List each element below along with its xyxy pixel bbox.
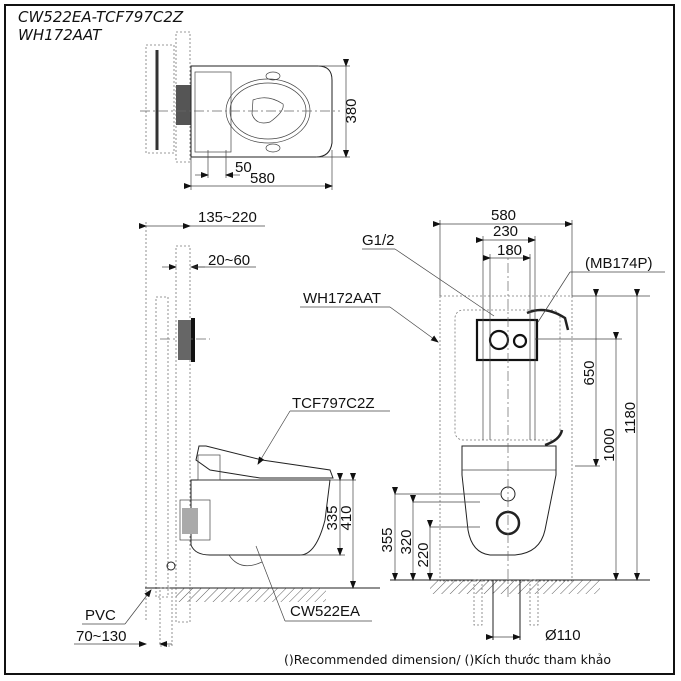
top-dim-width: 580 [250, 170, 275, 187]
front-cable [526, 308, 570, 331]
side-label-bowl: CW522EA [290, 603, 360, 620]
front-frame-outline [439, 295, 573, 582]
front-label-frame: WH172AAT [303, 290, 381, 307]
side-flush-plate [178, 320, 192, 360]
front-label-inlet: G1/2 [362, 232, 395, 249]
top-bowl-drain [251, 97, 284, 124]
footer-note: ()Recommended dimension/ ()Kích thước th… [284, 652, 611, 667]
front-dim-1180: 1180 [622, 402, 639, 434]
side-dim-wall-gap: 20~60 [208, 252, 250, 269]
front-label-plate: (MB174P) [585, 255, 653, 272]
top-dim-offset: 50 [235, 159, 252, 176]
front-floor-hatch [430, 580, 600, 594]
front-flush-button-large [488, 329, 510, 351]
front-dim-drain: Ø110 [545, 627, 581, 644]
front-view: Ø110 580 230 180 G1/2 (MB174P) WH172AAT … [300, 207, 665, 644]
drawing-title: CW522EA-TCF797C2Z WH172AAT [18, 8, 183, 44]
top-dim-depth: 380 [343, 98, 360, 123]
title-frame-line: WH172AAT [18, 26, 102, 44]
front-bowl-outline [461, 445, 557, 556]
top-view: 380 580 50 [140, 31, 360, 190]
side-dim-bowl-height: 410 [338, 505, 355, 530]
front-dim-355: 355 [379, 527, 396, 552]
side-view: 135~220 20~60 TCF797C2Z 335 410 CW522EA … [74, 209, 390, 647]
front-flush-button-small [512, 333, 528, 349]
side-label-pipe: PVC [85, 607, 116, 624]
top-frame-outline [145, 44, 175, 154]
side-dim-pipe: 70~130 [76, 628, 126, 645]
front-dim-220: 220 [415, 542, 432, 567]
side-frame-outline [155, 296, 169, 598]
front-flush-plate [475, 318, 539, 362]
front-dim-650: 650 [581, 360, 598, 385]
drawing-frame [4, 4, 675, 675]
side-dim-frame-depth: 135~220 [198, 209, 257, 226]
side-label-seat: TCF797C2Z [292, 395, 375, 412]
front-dim-320: 320 [398, 529, 415, 554]
side-seat-outline [195, 445, 334, 479]
front-dim-180: 180 [497, 242, 522, 259]
side-wall-outline [175, 245, 191, 623]
front-dim-230: 230 [493, 223, 518, 240]
side-floor-hatch [176, 588, 326, 602]
side-bowl-outline [190, 479, 331, 556]
title-model-line: CW522EA-TCF797C2Z [18, 8, 184, 26]
side-dim-bowl-inner: 335 [324, 505, 341, 530]
front-dim-1000: 1000 [601, 428, 618, 461]
front-cistern-outline [454, 309, 561, 441]
front-dim-frame-width: 580 [491, 207, 516, 224]
top-flush-plate [176, 85, 191, 125]
